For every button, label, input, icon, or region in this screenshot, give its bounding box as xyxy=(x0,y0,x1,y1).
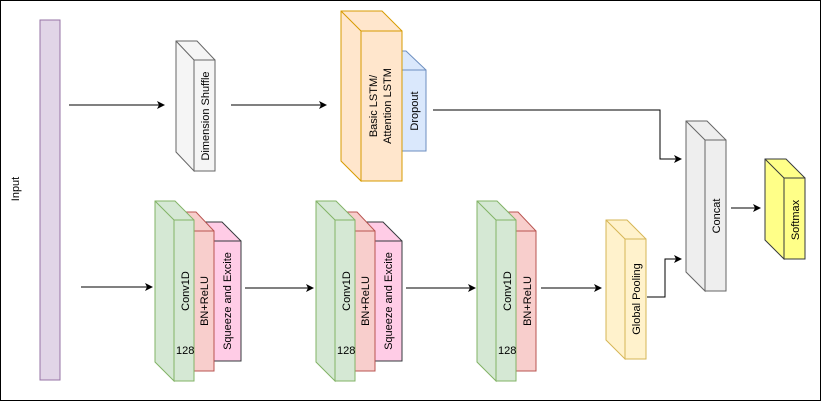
input-node: Input xyxy=(10,19,61,381)
global-pooling-block-edge xyxy=(605,219,626,240)
dimension-shuffle-label: Dimension Shuffle xyxy=(200,71,212,160)
global-pooling-label: Global Pooling xyxy=(631,263,643,335)
conv-block-3 xyxy=(476,200,517,383)
conv3-filters: 128 xyxy=(498,345,516,357)
conv-block-1 xyxy=(154,200,195,383)
concat-block xyxy=(685,120,727,293)
bn3-label: BN+ReLU xyxy=(522,276,534,326)
dropout-label: Dropout xyxy=(409,91,421,130)
bn2-label: BN+ReLU xyxy=(360,276,372,326)
se2-label: Squeeze and Excite xyxy=(383,252,395,350)
arrow-dropout-to-concat xyxy=(433,109,682,163)
conv3-label: Conv1D xyxy=(502,271,514,311)
softmax-label: Softmax xyxy=(790,199,802,240)
dimension-shuffle-block xyxy=(175,40,216,173)
global-pooling-block xyxy=(605,219,647,361)
se1-label: Squeeze and Excite xyxy=(222,252,234,350)
conv-block-2 xyxy=(315,200,356,383)
arrow-pooling-to-concat xyxy=(647,255,682,298)
concat-label: Concat xyxy=(711,199,723,234)
softmax-block-edge xyxy=(764,158,785,179)
conv-block-3-front-face xyxy=(495,219,517,382)
connections xyxy=(69,101,761,298)
conv-block-2-front-face xyxy=(334,219,356,382)
lstm-block-front-face xyxy=(360,30,403,182)
se-block-1-front-face xyxy=(213,240,242,362)
conv-block-3-edge xyxy=(476,200,497,221)
conv1-label: Conv1D xyxy=(180,271,192,311)
conv-block-1-front-face xyxy=(173,219,195,382)
lstm-block xyxy=(340,10,403,182)
layer-blocks xyxy=(154,10,806,383)
labels: Dimension Shuffle Basic LSTM/ Attention … xyxy=(176,68,802,357)
conv2-filters: 128 xyxy=(337,345,355,357)
concat-block-front-face xyxy=(704,139,727,292)
softmax-block-front-face xyxy=(783,177,806,260)
lstm-label-line1: Basic LSTM/ xyxy=(368,74,380,137)
dimension-shuffle-block-front-face xyxy=(193,59,216,172)
lstm-label-line2: Attention LSTM xyxy=(382,68,394,144)
conv-block-1-edge xyxy=(154,200,175,221)
global-pooling-block-front-face xyxy=(624,238,647,360)
lstm-block-edge xyxy=(340,10,362,32)
bn1-label: BN+ReLU xyxy=(199,276,211,326)
concat-block-edge xyxy=(685,120,706,141)
conv1-filters: 128 xyxy=(176,345,194,357)
input-bar xyxy=(39,19,61,381)
input-label: Input xyxy=(10,177,22,201)
dimension-shuffle-block-edge xyxy=(175,40,195,61)
softmax-block xyxy=(764,158,806,260)
conv-block-2-edge xyxy=(315,200,336,221)
conv2-label: Conv1D xyxy=(341,271,353,311)
